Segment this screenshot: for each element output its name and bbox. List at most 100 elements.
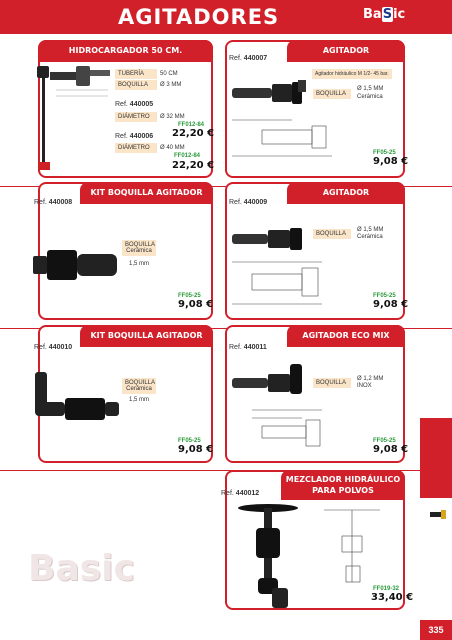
ref-440007: Ref. 440007 — [229, 55, 267, 62]
logo-part-a: Ba — [363, 7, 382, 22]
diametro-a-value: Ø 32 MM — [160, 114, 185, 120]
mezclador-image — [238, 504, 298, 608]
price-b: 22,20 € — [172, 160, 215, 171]
ref-number: 440008 — [48, 199, 73, 206]
ref-prefix: Ref. — [229, 199, 242, 206]
side-category-tab — [420, 418, 452, 498]
mezclador-drawing — [324, 509, 380, 583]
agitador2-code: FF05-25 — [373, 293, 396, 299]
boquilla-value: Ø 3 MM — [160, 82, 182, 88]
agitador1-value2: Cerámica — [357, 94, 383, 100]
logo-part-s: S — [381, 7, 394, 22]
eco-drawing — [252, 409, 322, 447]
code-a: FF012-84 — [178, 122, 205, 128]
kit1-tag-line2: Cerámica — [126, 248, 152, 254]
ref-prefix: Ref. — [115, 101, 128, 108]
brand-logo: BaSic — [363, 7, 405, 22]
header-bar: AGITADORES BaSic — [0, 0, 452, 34]
agitador1-subtitle: Agitador hidráulico M 1/2- 45 bar. — [312, 69, 392, 79]
ref-440011: Ref. 440011 — [229, 344, 267, 351]
eco-value: Ø 1,2 MM — [357, 376, 384, 382]
tuberia-value: 50 CM — [160, 71, 178, 77]
kit1-price: 9,08 € — [178, 299, 214, 310]
ref-prefix: Ref. — [229, 55, 242, 62]
eco-tag: BOQUILLA — [313, 378, 351, 388]
diametro-b-value: Ø 40 MM — [160, 145, 185, 151]
ref-440010: Ref. 440010 — [34, 344, 72, 351]
agitador1-drawing — [232, 119, 332, 157]
mezclador-title-line2: PARA POLVOS — [312, 486, 374, 495]
tuberia-label: TUBERÍA — [115, 69, 157, 79]
price-a: 22,20 € — [172, 128, 215, 139]
ref-number: 440011 — [243, 344, 267, 351]
eco-price: 9,08 € — [373, 444, 409, 455]
kit1-tag-line1: BOQUILLA — [125, 242, 156, 248]
agitador2-card: AGITADOR — [225, 182, 405, 320]
hidrocargador-title: HIDROCARGADOR 50 CM. — [38, 40, 213, 62]
divider-3 — [0, 470, 452, 471]
agitador1-title: AGITADOR — [287, 40, 405, 62]
agitador2-image — [232, 228, 302, 250]
eco-card: AGITADOR ECO MIX — [225, 325, 405, 463]
kit2-image — [35, 372, 119, 420]
agitador1-code: FF05-25 — [373, 150, 396, 156]
ref-prefix: Ref. — [34, 199, 47, 206]
mezclador-title: MEZCLADOR HIDRÁULICO PARA POLVOS — [281, 470, 405, 500]
agitador2-value: Ø 1,5 MM — [357, 227, 384, 233]
diametro-a-label: DIÁMETRO — [115, 112, 157, 122]
sprayer-icon — [430, 510, 446, 519]
hidrocargador-image — [37, 66, 110, 170]
kit2-card: KIT BOQUILLA AGITADOR — [38, 325, 213, 463]
kit1-title: KIT BOQUILLA AGITADOR — [80, 182, 213, 204]
ref-number: 440006 — [129, 133, 154, 140]
agitador2-title: AGITADOR — [287, 182, 405, 204]
mezclador-code: FF019-32 — [373, 586, 400, 592]
ref-number: 440007 — [243, 55, 268, 62]
side-line1: Accesorios — [424, 468, 430, 498]
kit1-image — [33, 250, 117, 280]
kit2-title: KIT BOQUILLA AGITADOR — [80, 325, 213, 347]
agitador2-tag: BOQUILLA — [313, 229, 351, 239]
agitador1-image — [232, 80, 306, 104]
ref-440012: Ref. 440012 — [221, 490, 259, 497]
kit1-value: 1,5 mm — [129, 261, 150, 267]
ref-440006: Ref. 440006 — [115, 133, 153, 140]
agitador1-card: AGITADOR — [225, 40, 405, 178]
kit2-code: FF05-25 — [178, 438, 201, 444]
agitador1-value: Ø 1,5 MM — [357, 86, 384, 92]
agitador2-value2: Cerámica — [357, 234, 383, 240]
eco-image — [232, 364, 302, 394]
mezclador-card: MEZCLADOR HIDRÁULICO PARA POLVOS — [225, 470, 405, 610]
ref-number: 440005 — [129, 101, 154, 108]
boquilla-label: BOQUILLA — [115, 80, 157, 90]
eco-value2: INOX — [357, 383, 372, 389]
kit2-tag-line1: BOQUILLA — [125, 380, 156, 386]
kit2-tag-line2: Cerámica — [126, 386, 152, 392]
ref-440009: Ref. 440009 — [229, 199, 267, 206]
agitador2-price: 9,08 € — [373, 299, 409, 310]
ref-prefix: Ref. — [34, 344, 47, 351]
ref-number: 440012 — [235, 490, 260, 497]
brand-watermark: Basic — [28, 548, 135, 589]
eco-code: FF05-25 — [373, 438, 396, 444]
kit1-card: KIT BOQUILLA AGITADOR — [38, 182, 213, 320]
kit2-price: 9,08 € — [178, 444, 214, 455]
eco-title: AGITADOR ECO MIX — [287, 325, 405, 347]
ref-440005: Ref. 440005 — [115, 101, 153, 108]
logo-part-b: ic — [393, 7, 406, 22]
ref-number: 440010 — [48, 344, 73, 351]
agitador2-drawing — [232, 261, 322, 305]
code-b: FF012-84 — [174, 153, 201, 159]
mezclador-title-line1: MEZCLADOR HIDRÁULICO — [285, 475, 401, 484]
kit1-code: FF05-25 — [178, 293, 201, 299]
page-number: 335 — [420, 620, 452, 640]
ref-prefix: Ref. — [221, 490, 234, 497]
agitador1-price: 9,08 € — [373, 156, 409, 167]
diametro-b-label: DIÁMETRO — [115, 143, 157, 153]
kit2-value: 1,5 mm — [129, 397, 150, 403]
ref-prefix: Ref. — [115, 133, 128, 140]
agitador1-tag: BOQUILLA — [313, 89, 351, 99]
